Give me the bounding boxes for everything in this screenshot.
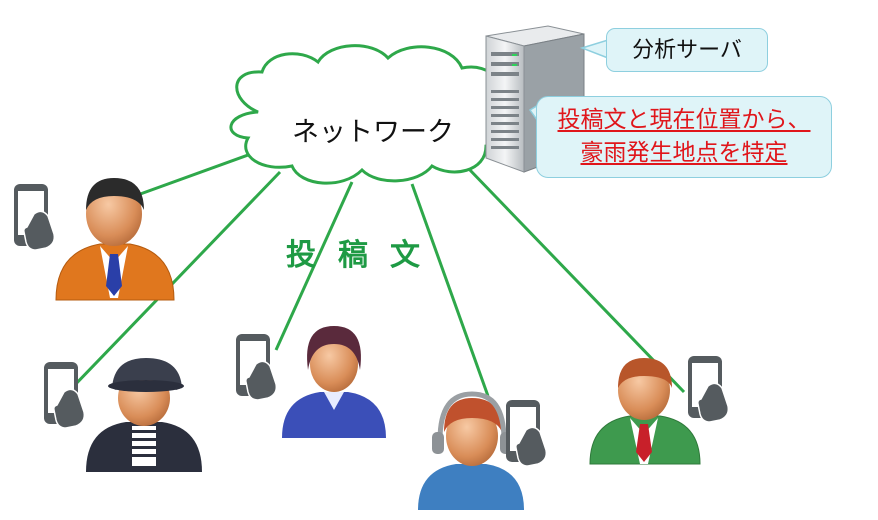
- posts-label: 投稿文: [286, 238, 442, 273]
- businessman-green-suit-icon: [589, 355, 730, 465]
- analysis-result-line-2: 豪雨発生地点を特定: [580, 140, 788, 166]
- analysis-result-line-1: 投稿文と現在位置から、: [557, 107, 811, 133]
- connection-line-user-4: [410, 183, 490, 397]
- connection-line-user-5: [466, 166, 686, 394]
- connection-line-user-2: [68, 170, 282, 392]
- server-name-callout: 分析サーバ: [606, 28, 768, 72]
- businessman-orange-suit-icon: [13, 178, 175, 301]
- woman-purple-shirt-icon: [235, 326, 386, 438]
- connection-line-user-3: [274, 181, 354, 351]
- analysis-result-callout: 投稿文と現在位置から、 豪雨発生地点を特定: [536, 96, 832, 178]
- person-with-headphones-icon: [418, 391, 548, 510]
- network-label: ネットワーク: [292, 117, 454, 148]
- person-with-cap-icon: [43, 358, 202, 472]
